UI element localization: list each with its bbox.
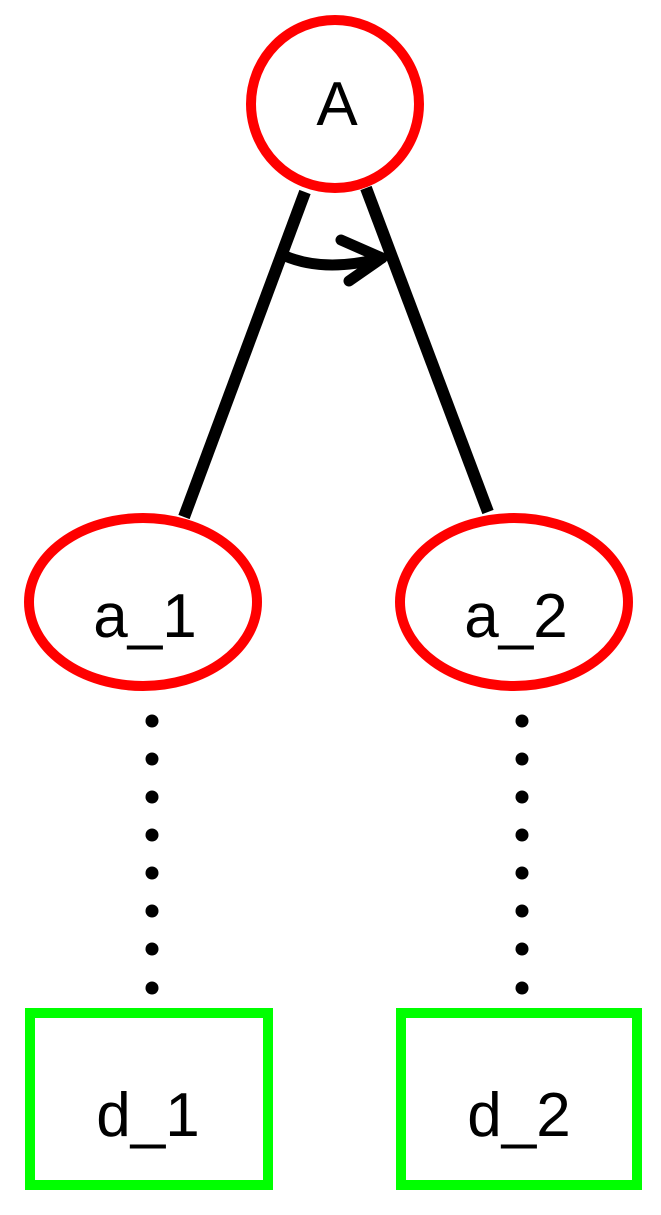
node-d2-label: d_2 [467, 1081, 570, 1150]
node-root-label: A [316, 70, 358, 139]
edge-a2-d2 [515, 714, 529, 995]
node-d2[interactable]: d_2 [396, 1008, 642, 1190]
node-a1[interactable]: a_1 [24, 513, 262, 691]
node-d1-label: d_1 [96, 1081, 199, 1150]
edge-root-a1 [178, 189, 311, 520]
node-a1-label: a_1 [93, 582, 196, 651]
node-a2-label: a_2 [464, 582, 567, 651]
edge-root-a2 [360, 185, 494, 515]
edge-a1-d1 [145, 714, 159, 995]
node-root[interactable]: A [246, 15, 424, 193]
node-a2[interactable]: a_2 [395, 513, 633, 691]
node-d1[interactable]: d_1 [25, 1008, 273, 1190]
sequence-arc-icon [279, 234, 388, 287]
